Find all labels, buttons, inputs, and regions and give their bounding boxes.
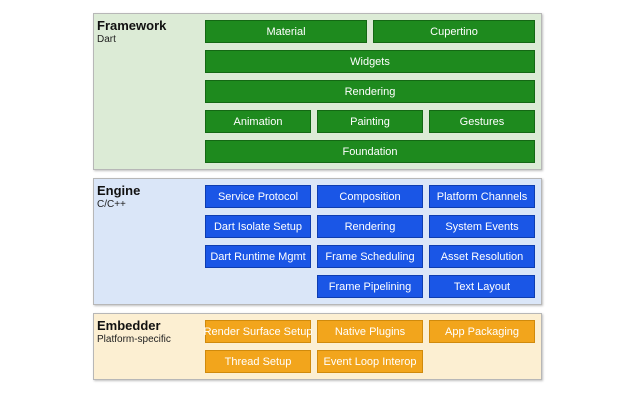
- engine-title: Engine: [97, 183, 141, 198]
- cupertino-box: Cupertino: [373, 20, 535, 43]
- event-loop-interop-box: Event Loop Interop: [317, 350, 423, 373]
- render-surface-setup-box: Render Surface Setup: [204, 320, 312, 343]
- thread-setup-box: Thread Setup: [205, 350, 311, 373]
- gestures-box: Gestures: [429, 110, 535, 133]
- foundation-box: Foundation: [205, 140, 535, 163]
- dart-isolate-setup-box: Dart Isolate Setup: [205, 215, 311, 238]
- asset-resolution-box: Asset Resolution: [429, 245, 535, 268]
- embedder-title: Embedder: [97, 318, 161, 333]
- native-plugins-box: Native Plugins: [317, 320, 423, 343]
- framework-title: Framework: [97, 18, 167, 33]
- painting-box: Painting: [317, 110, 423, 133]
- platform-channels-box: Platform Channels: [429, 185, 535, 208]
- engine-subtitle: C/C++: [97, 199, 126, 210]
- service-protocol-box: Service Protocol: [205, 185, 311, 208]
- text-layout-box: Text Layout: [429, 275, 535, 298]
- app-packaging-box: App Packaging: [429, 320, 535, 343]
- framework-subtitle: Dart: [97, 34, 116, 45]
- animation-box: Animation: [205, 110, 311, 133]
- dart-runtime-mgmt-box: Dart Runtime Mgmt: [205, 245, 311, 268]
- embedder-subtitle: Platform-specific: [97, 334, 171, 345]
- engine-rendering-box: Rendering: [317, 215, 423, 238]
- frame-pipelining-box: Frame Pipelining: [317, 275, 423, 298]
- widgets-box: Widgets: [205, 50, 535, 73]
- frame-scheduling-box: Frame Scheduling: [317, 245, 423, 268]
- system-events-box: System Events: [429, 215, 535, 238]
- framework-rendering-box: Rendering: [205, 80, 535, 103]
- composition-box: Composition: [317, 185, 423, 208]
- material-box: Material: [205, 20, 367, 43]
